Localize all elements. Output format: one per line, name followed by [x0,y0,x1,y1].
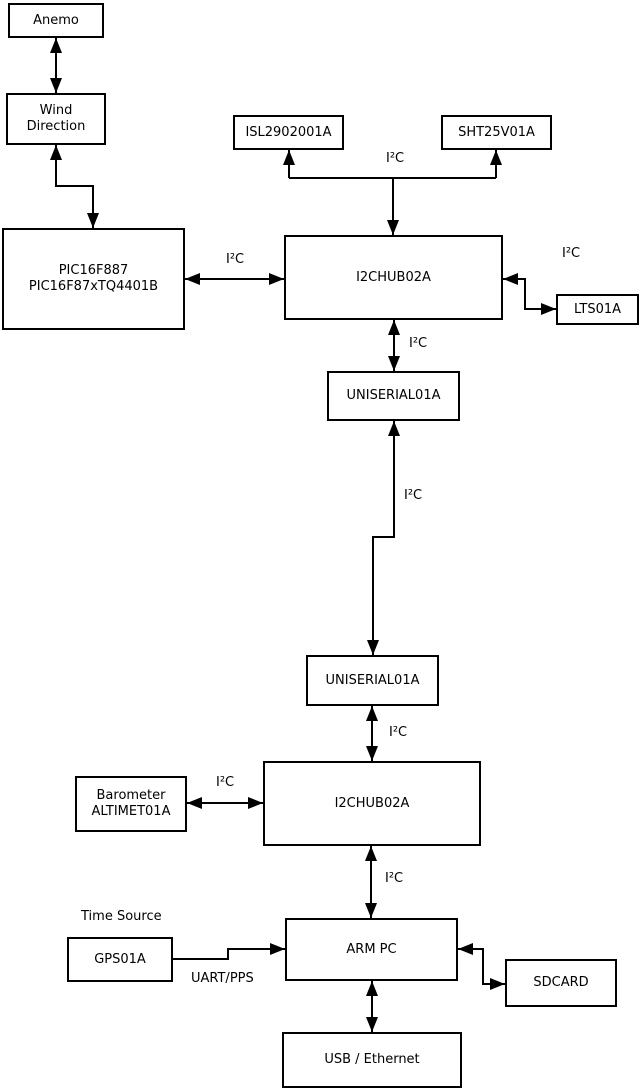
node-label: PIC16F887 [58,263,129,278]
node-label: LTS01A [573,301,622,317]
label-i2c-hub1-lts: I²C [562,246,581,261]
label-i2c-serial-link: I²C [404,488,423,503]
node-barometer-altimet01a: Barometer ALTIMET01A [75,776,187,832]
node-label: GPS01A [94,951,146,967]
connector-armpc-sdcard [458,943,505,990]
node-label: SHT25V01A [458,124,535,140]
node-label: Anemo [33,12,79,28]
node-label: I2CHUB02A [334,795,410,811]
node-lts01a: LTS01A [556,294,639,325]
node-label: Wind [39,103,73,118]
label-i2c-hub1-serial: I²C [409,336,428,351]
node-anemo: Anemo [8,3,104,38]
node-label: ISL2902001A [245,124,332,140]
node-sht25v01a: SHT25V01A [441,115,552,150]
node-label: ARM PC [346,941,397,957]
node-arm-pc: ARM PC [285,918,458,981]
node-label: ALTIMET01A [91,804,171,819]
node-sdcard: SDCARD [505,959,617,1007]
node-uniserial01a-2: UNISERIAL01A [306,655,439,706]
node-isl2902001a: ISL2902001A [233,115,344,150]
node-uniserial01a-1: UNISERIAL01A [327,371,460,421]
node-usb-ethernet: USB / Ethernet [282,1032,462,1088]
node-label: UNISERIAL01A [325,672,420,688]
node-i2chub02a-1: I2CHUB02A [284,235,503,320]
label-i2c-serial-hub2: I²C [389,725,408,740]
label-i2c-sensor-bus: I²C [386,151,405,166]
label-i2c-hub2-arm: I²C [385,871,404,886]
node-label: Barometer [96,788,166,803]
node-label: UNISERIAL01A [346,388,441,403]
label-i2c-barometer: I²C [216,775,235,790]
node-label: Direction [26,119,86,134]
connector-uniserial1-uniserial2 [367,421,400,655]
label-uart-pps: UART/PPS [191,971,254,986]
label-i2c-pic-hub1: I²C [226,252,245,267]
connector-wind-pic [50,145,99,228]
node-gps01a: GPS01A [67,937,173,982]
node-label: I2CHUB02A [356,269,431,285]
node-label: PIC16F87xTQ4401B [28,279,159,294]
node-pic16f887: PIC16F887 PIC16F87xTQ4401B [2,228,185,330]
node-label: SDCARD [533,975,589,990]
node-wind-direction: Wind Direction [6,93,106,145]
label-time-source: Time Source [81,909,162,924]
connector-hub1-lts [503,273,556,315]
node-i2chub02a-2: I2CHUB02A [263,761,481,846]
connector-gps-armpc [173,943,285,960]
node-label: USB / Ethernet [324,1052,420,1067]
